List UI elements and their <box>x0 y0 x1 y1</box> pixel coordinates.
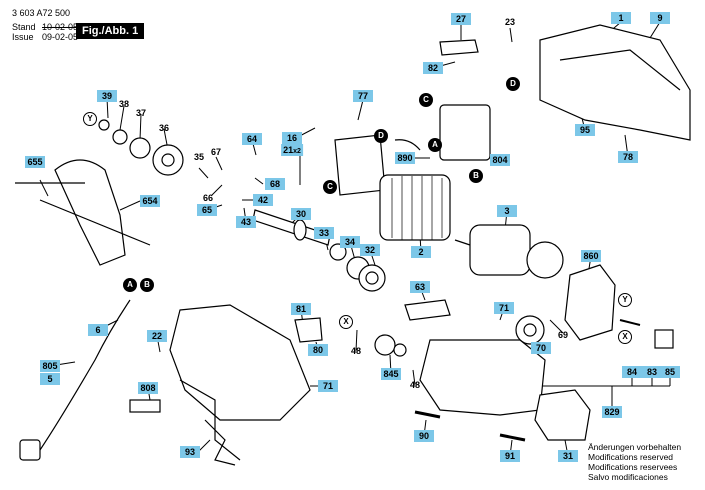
part-label-83: 83 <box>642 366 662 378</box>
brush-holder <box>334 134 386 196</box>
auxiliary-handle <box>54 159 126 266</box>
issue-label: Issue <box>12 32 34 42</box>
part-label-67: 67 <box>210 147 221 157</box>
gearbox-cover <box>564 264 616 341</box>
part-label-95: 95 <box>575 124 595 136</box>
part-label-9: 9 <box>650 12 670 24</box>
part-label-27: 27 <box>451 13 471 25</box>
note-line: Änderungen vorbehalten <box>588 442 682 452</box>
part-label-78: 78 <box>618 151 638 163</box>
part-label-845: 845 <box>381 368 401 380</box>
drill-chuck <box>534 389 591 441</box>
part-label-37: 37 <box>135 108 146 118</box>
part-label-21: 21x2 <box>281 144 303 156</box>
housing-shell-top <box>539 24 691 141</box>
part-label-64: 64 <box>242 133 262 145</box>
part-label-804: 804 <box>490 154 510 166</box>
part-label-38: 38 <box>118 99 129 109</box>
part-label-1: 1 <box>611 12 631 24</box>
old-date: 10-02-05 <box>42 22 79 32</box>
part-number: 3 603 A72 500 <box>12 8 71 18</box>
part-label-30: 30 <box>291 208 311 220</box>
part-label-890: 890 <box>395 152 415 164</box>
field-coil <box>379 174 451 241</box>
note-line: Modifications reservees <box>588 462 678 472</box>
marker-d-top: D <box>506 77 520 91</box>
housing-shell-lower <box>169 304 311 421</box>
part-label-71-lower: 71 <box>318 380 338 392</box>
part-label-85: 85 <box>660 366 680 378</box>
part-label-80: 80 <box>308 344 328 356</box>
marker-c-mid: C <box>323 180 337 194</box>
armature <box>469 224 531 276</box>
part-label-82: 82 <box>423 62 443 74</box>
part-label-35: 35 <box>193 152 204 162</box>
part-label-48-right: 48 <box>409 380 420 390</box>
marker-x-left: X <box>339 315 353 329</box>
part-label-81: 81 <box>291 303 311 315</box>
part-label-655: 655 <box>25 156 45 168</box>
part-label-22: 22 <box>147 330 167 342</box>
gear-housing <box>419 339 546 416</box>
part-label-829: 829 <box>602 406 622 418</box>
part-label-6: 6 <box>88 324 108 336</box>
part-label-90: 90 <box>414 430 434 442</box>
part-label-39: 39 <box>97 90 117 102</box>
marker-d-mid: D <box>374 129 388 143</box>
part-label-65: 65 <box>197 204 217 216</box>
part-label-16: 16 <box>282 132 302 144</box>
note-line: Salvo modificaciones <box>588 472 668 482</box>
part-label-5: 5 <box>40 373 60 385</box>
notes-block: Änderungen vorbehalten Modifications res… <box>588 442 681 482</box>
stand-label: Stand <box>12 22 36 32</box>
part-label-36: 36 <box>158 123 169 133</box>
part-label-654: 654 <box>140 195 160 207</box>
part-label-805: 805 <box>40 360 60 372</box>
part-label-48-left: 48 <box>350 346 361 356</box>
note-line: Modifications reserved <box>588 452 674 462</box>
part-label-34: 34 <box>340 236 360 248</box>
part-label-2: 2 <box>411 246 431 258</box>
marker-b-top: B <box>469 169 483 183</box>
part-label-21-suffix: x2 <box>293 148 301 155</box>
part-label-69: 69 <box>557 330 568 340</box>
part-label-808: 808 <box>138 382 158 394</box>
part-label-42: 42 <box>253 194 273 206</box>
part-label-66: 66 <box>202 193 213 203</box>
marker-y-left: Y <box>83 112 97 126</box>
power-cable <box>29 299 131 456</box>
part-label-23: 23 <box>504 17 515 27</box>
part-label-860: 860 <box>581 250 601 262</box>
part-label-71-upper: 71 <box>494 302 514 314</box>
marker-b-bottom: B <box>140 278 154 292</box>
part-shapes <box>15 24 691 466</box>
part-label-3: 3 <box>497 205 517 217</box>
marker-a-top: A <box>428 138 442 152</box>
switch-block <box>439 104 491 161</box>
part-label-63: 63 <box>410 281 430 293</box>
part-label-32: 32 <box>360 244 380 256</box>
marker-a-bottom: A <box>123 278 137 292</box>
part-label-77: 77 <box>353 90 373 102</box>
part-label-21-id: 21 <box>283 145 294 155</box>
part-label-31: 31 <box>558 450 578 462</box>
marker-x-right: X <box>618 330 632 344</box>
part-label-93: 93 <box>180 446 200 458</box>
marker-c-top: C <box>419 93 433 107</box>
part-label-43: 43 <box>236 216 256 228</box>
part-label-68: 68 <box>265 178 285 190</box>
part-label-84: 84 <box>622 366 642 378</box>
figure-label: Fig./Abb. 1 <box>76 23 145 39</box>
part-label-91: 91 <box>500 450 520 462</box>
new-date: 09-02-05 <box>42 32 79 42</box>
part-label-33: 33 <box>314 227 334 239</box>
part-label-70: 70 <box>531 342 551 354</box>
marker-y-right: Y <box>618 293 632 307</box>
